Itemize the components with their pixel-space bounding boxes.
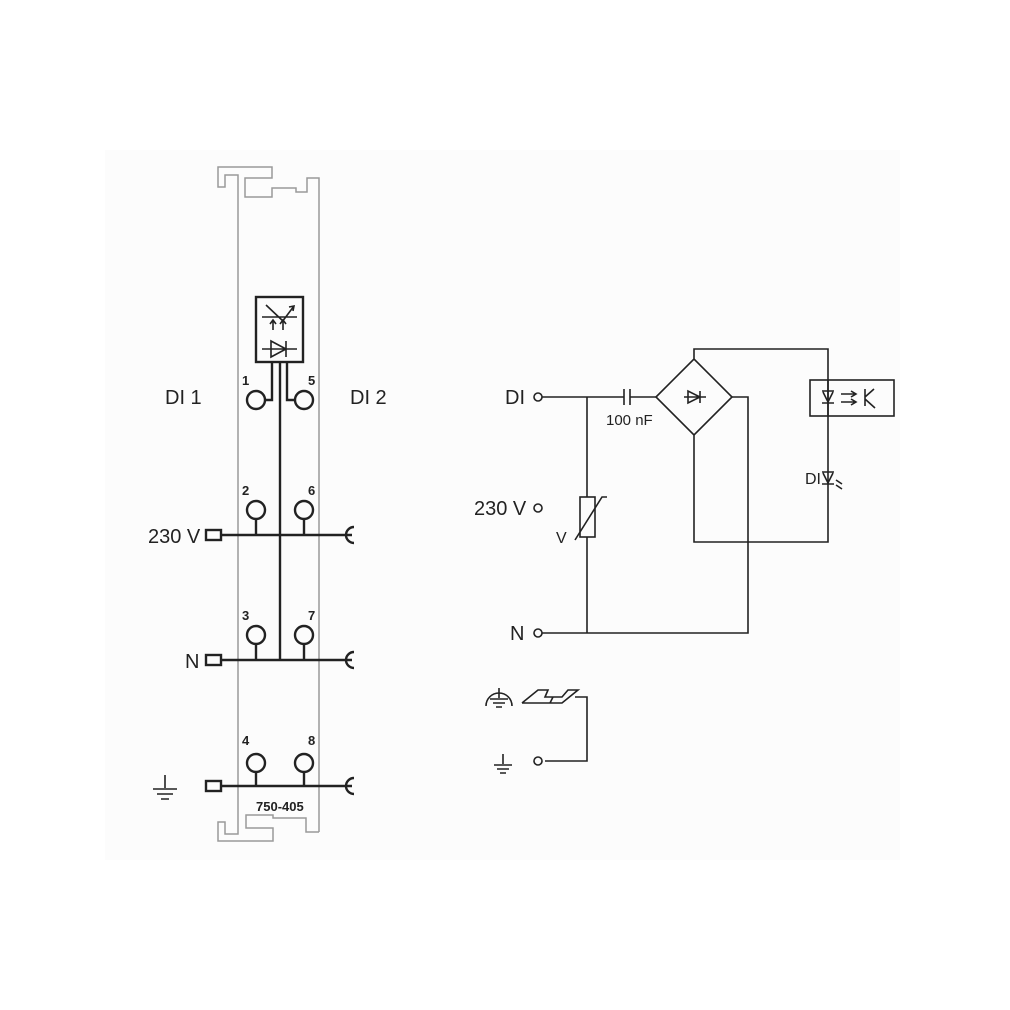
din-rail-icon: [521, 689, 581, 704]
terminal-4: 4: [242, 733, 250, 748]
label-230v: 230 V: [148, 526, 201, 548]
rectifier-bridge: [654, 348, 829, 543]
capacitor-label: 100 nF: [606, 412, 653, 429]
schematic-n-label: N: [510, 623, 524, 645]
input-circuit: [485, 348, 895, 774]
terminal-2: 2: [242, 483, 249, 498]
terminal-1: 1: [242, 373, 249, 388]
optocoupler-icon: [809, 379, 895, 417]
terminal-7: 7: [308, 608, 315, 623]
terminal-3: 3: [242, 608, 249, 623]
module-housing: [217, 166, 320, 842]
label-di1: DI 1: [165, 387, 202, 409]
internal-wiring: [265, 362, 295, 660]
led-label: DI: [805, 471, 821, 488]
terminal-8: 8: [308, 733, 315, 748]
label-di2: DI 2: [350, 387, 387, 409]
led-icon: [822, 471, 843, 490]
schematic-di-label: DI: [505, 387, 525, 409]
label-n: N: [185, 651, 199, 673]
ground-icon-2: [494, 754, 512, 774]
ground-icon: [153, 775, 177, 800]
rail-earth-icon: [485, 688, 513, 708]
terminal-6: 6: [308, 483, 315, 498]
part-number: 750-405: [256, 799, 304, 814]
power-buses: [204, 525, 355, 796]
schematic-230v-label: 230 V: [474, 498, 527, 520]
terminal-5: 5: [308, 373, 315, 388]
terminals: [245, 389, 315, 786]
varistor-icon: [579, 496, 596, 538]
varistor-label: V: [556, 530, 567, 547]
